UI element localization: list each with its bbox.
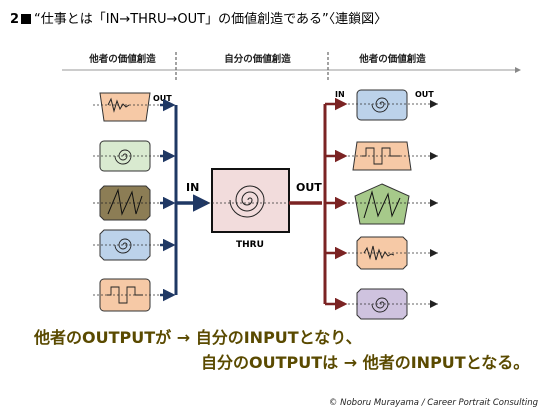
right-process-5	[348, 288, 438, 320]
summary-line-1-b: 自分のINPUTとなり、	[195, 328, 362, 347]
header-right: 他者の価値創造	[359, 54, 426, 65]
header-center: 自分の価値創造	[224, 54, 291, 65]
right-arrow-icon: →	[343, 353, 358, 372]
summary-line-2-b: 他者のINPUTとなる。	[362, 353, 530, 372]
header-left: 他者の価値創造	[89, 54, 156, 65]
right-out-label: OUT	[415, 90, 434, 99]
left-process-1	[93, 92, 160, 122]
summary-line-1-a: 他者のOUTPUTが	[34, 328, 172, 347]
left-process-5	[93, 278, 160, 312]
center-out-label: OUT	[296, 181, 322, 194]
left-process-2	[93, 140, 160, 172]
center-process	[204, 168, 300, 233]
summary-line-2-a: 自分のOUTPUTは	[201, 353, 339, 372]
left-connectors	[160, 98, 211, 302]
right-process-4	[348, 236, 438, 270]
page-title: 2 “仕事とは「IN→THRU→OUT」の価値創造である”〈連鎖図〉	[10, 8, 387, 27]
summary-line-1: 他者のOUTPUTが → 自分のINPUTとなり、	[34, 324, 362, 348]
right-process-3	[348, 183, 438, 225]
left-out-label: OUT	[153, 94, 172, 103]
square-bullet-icon	[21, 14, 32, 24]
thru-label: THRU	[236, 240, 264, 250]
right-connectors	[289, 97, 348, 311]
title-text: “仕事とは「IN→THRU→OUT」の価値創造である”〈連鎖図〉	[34, 12, 388, 27]
left-process-4	[93, 229, 160, 261]
right-process-2	[348, 141, 438, 171]
right-arrow-icon: →	[176, 328, 191, 347]
title-number: 2	[10, 12, 20, 27]
right-process-1	[348, 89, 438, 121]
copyright: © Noboru Murayama / Career Portrait Cons…	[328, 398, 538, 408]
header-timeline	[62, 52, 521, 80]
right-in-label: IN	[335, 90, 345, 99]
left-process-3	[93, 185, 160, 221]
center-in-label: IN	[186, 181, 199, 194]
summary-line-2: 自分のOUTPUTは → 他者のINPUTとなる。	[201, 349, 529, 373]
